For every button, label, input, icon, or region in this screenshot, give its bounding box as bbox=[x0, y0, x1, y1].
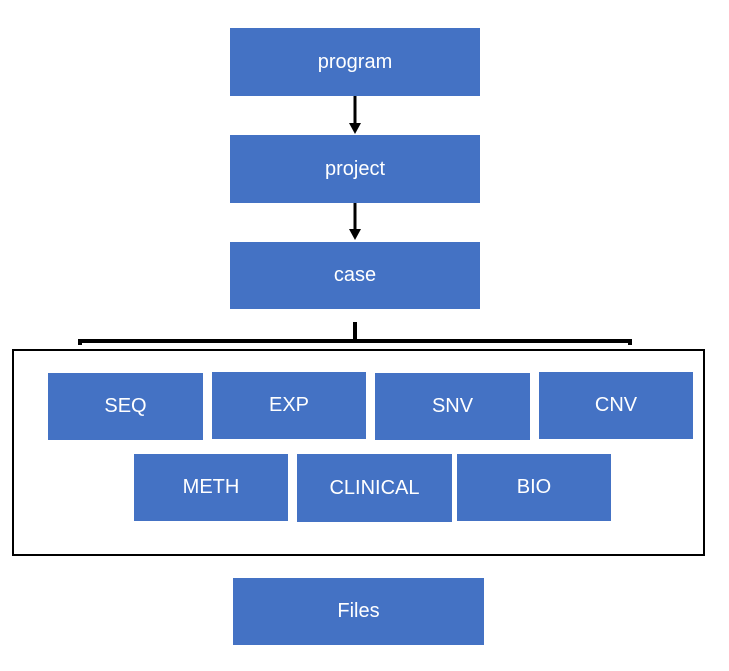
files-node: Files bbox=[233, 578, 484, 645]
exp-label: EXP bbox=[268, 394, 310, 416]
snv-label: SNV bbox=[431, 395, 474, 417]
project-label: project bbox=[324, 157, 386, 180]
meth-label: METH bbox=[182, 476, 240, 498]
program-node: program bbox=[230, 28, 480, 96]
program-label: program bbox=[317, 50, 393, 73]
bio-node: BIO bbox=[457, 454, 611, 521]
group-bracket bbox=[78, 339, 632, 345]
arrowhead-project-to-case bbox=[349, 229, 361, 240]
clinical-node: CLINICAL bbox=[297, 454, 452, 522]
case-label: case bbox=[333, 264, 377, 286]
snv-node: SNV bbox=[375, 373, 530, 440]
seq-node: SEQ bbox=[48, 373, 203, 440]
project-node: project bbox=[230, 135, 480, 203]
exp-node: EXP bbox=[212, 372, 366, 439]
seq-label: SEQ bbox=[104, 395, 147, 417]
data-group-box bbox=[12, 349, 705, 556]
clinical-label: CLINICAL bbox=[329, 476, 420, 499]
cnv-label: CNV bbox=[594, 394, 638, 416]
meth-node: METH bbox=[134, 454, 288, 521]
cnv-node: CNV bbox=[539, 372, 693, 439]
arrowhead-program-to-project bbox=[349, 123, 361, 134]
files-label: Files bbox=[337, 600, 380, 622]
bio-label: BIO bbox=[516, 476, 552, 498]
case-node: case bbox=[230, 242, 480, 309]
